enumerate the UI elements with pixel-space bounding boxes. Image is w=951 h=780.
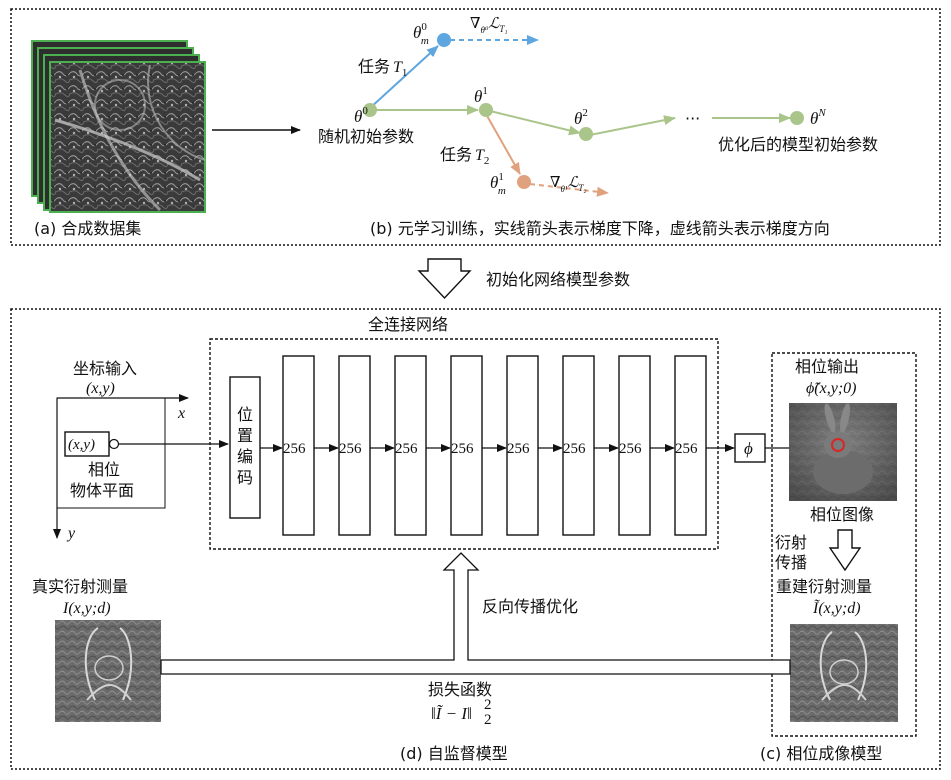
caption-c: (c) 相位成像模型 [760,744,882,763]
real-measure-label: 真实衍射测量 [32,577,128,596]
fc-layer-1-label: 256 [283,441,306,457]
grad-loss-t1: ∇θ⁰ℒT₁ [470,16,507,35]
coord-input-label: 坐标输入 [73,359,137,378]
backprop-label: 反向传播优化 [482,597,578,616]
object-plane-label: 物体平面 [70,481,134,500]
propagation-hollow-arrow [830,530,860,570]
thetaN-symbol: θN [810,107,826,128]
task2-label: 任务 [440,145,472,164]
phase-output-formula: ϕ̃(x,y;0) [806,380,856,397]
node-theta-m1 [517,175,531,189]
node-thetaN [790,111,804,125]
pos-enc-char-3: 编 [237,447,253,466]
diffraction-label: 衍射 [775,533,807,552]
theta2-symbol: θ2 [574,107,588,128]
task2-symbol: T2 [475,147,489,167]
theta1-symbol: θ1 [474,85,488,106]
real-diffraction-image [55,620,161,722]
theta0-symbol: θ0 [354,105,368,126]
node-theta-m0 [437,33,451,47]
task2-arrow [486,114,520,174]
phase-image-rabbit [789,402,897,501]
caption-a: (a) 合成数据集 [34,219,141,238]
task1-symbol: T1 [393,59,407,79]
pos-enc-char-4: 码 [237,468,253,487]
axis-y-label: y [66,525,76,542]
phi-label: ϕ [744,439,753,458]
fc-layer-4-label: 256 [451,441,474,457]
task1-label: 任务 [358,57,390,76]
grad-descent-arrow-1 [486,110,580,133]
point-output-node [110,440,119,449]
fc-layer-8-label: 256 [675,441,698,457]
recon-measure-label: 重建衍射测量 [776,577,872,596]
optimized-init-label: 优化后的模型初始参数 [718,135,878,154]
loss-formula: ‖Ĩ − I‖ [431,704,472,723]
pos-enc-char-1: 位 [237,405,253,424]
ellipsis: ··· [685,109,700,128]
loss-label: 损失函数 [428,680,492,699]
pos-enc-char-2: 置 [237,426,253,445]
fc-layer-7-label: 256 [619,441,642,457]
recon-diffraction-image [790,624,898,722]
point-label: (x,y) [68,437,95,453]
phase-label: 相位 [88,460,120,479]
phase-image-label: 相位图像 [810,505,874,524]
recon-measure-formula: Ĩ(x,y;d) [812,599,861,617]
random-init-label: 随机初始参数 [318,127,414,146]
synthetic-dataset-stack [32,41,205,212]
init-hollow-arrow [419,259,470,298]
coord-input-xy: (x,y) [86,380,115,397]
fc-layer-6-label: 256 [563,441,586,457]
real-measure-formula: I(x,y;d) [62,600,111,617]
init-label: 初始化网络模型参数 [486,270,630,289]
fc-layers: 256 256 256 256 256 256 256 256 [260,356,734,535]
phase-output-label: 相位输出 [795,357,859,376]
grad-descent-arrow-2 [590,118,675,135]
backprop-hollow-arrow [161,553,790,674]
node-theta2 [579,127,593,141]
loss-formula-power: 2 [484,697,492,713]
grad-loss-t2: ∇θ¹ℒT₂ [550,175,587,194]
caption-b: (b) 元学习训练，实线箭头表示梯度下降，虚线箭头表示梯度方向 [370,219,830,238]
loss-formula-norm: 2 [484,712,492,728]
propagation-label: 传播 [775,553,807,572]
fc-network-title: 全连接网络 [368,315,448,334]
fc-layer-5-label: 256 [507,441,530,457]
axis-x-label: x [177,405,185,422]
caption-d: (d) 自监督模型 [400,744,508,763]
fc-layer-3-label: 256 [395,441,418,457]
fc-layer-2-label: 256 [339,441,362,457]
